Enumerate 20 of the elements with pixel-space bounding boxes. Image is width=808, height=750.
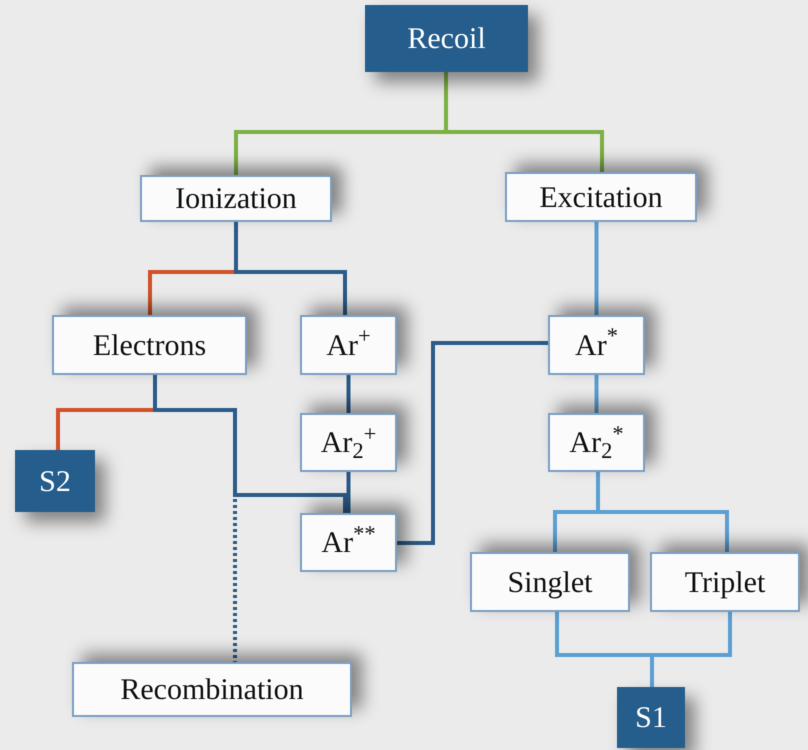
process-box: Ar$^{*}$ bbox=[548, 315, 645, 375]
connector-line bbox=[346, 375, 350, 413]
output-box: S2 bbox=[15, 450, 95, 512]
connector-line bbox=[594, 222, 598, 315]
process-box: Ar$^{+}$ bbox=[300, 315, 397, 375]
process-box: Singlet bbox=[470, 552, 630, 612]
connector-line bbox=[346, 472, 350, 513]
process-box: Triplet bbox=[650, 552, 800, 612]
process-box: Excitation bbox=[505, 172, 697, 222]
dotted-connector bbox=[153, 375, 237, 662]
connector-line bbox=[594, 375, 598, 413]
connector-line bbox=[153, 375, 347, 513]
output-box: Recoil bbox=[365, 5, 528, 72]
connector-line bbox=[234, 222, 347, 315]
process-box: Ar$^{**}$ bbox=[300, 513, 397, 572]
process-box: Recombination bbox=[72, 662, 352, 717]
output-box: S1 bbox=[617, 687, 685, 748]
process-box: Ionization bbox=[140, 175, 332, 222]
connector-line bbox=[397, 341, 548, 545]
process-box: Electrons bbox=[52, 315, 247, 375]
